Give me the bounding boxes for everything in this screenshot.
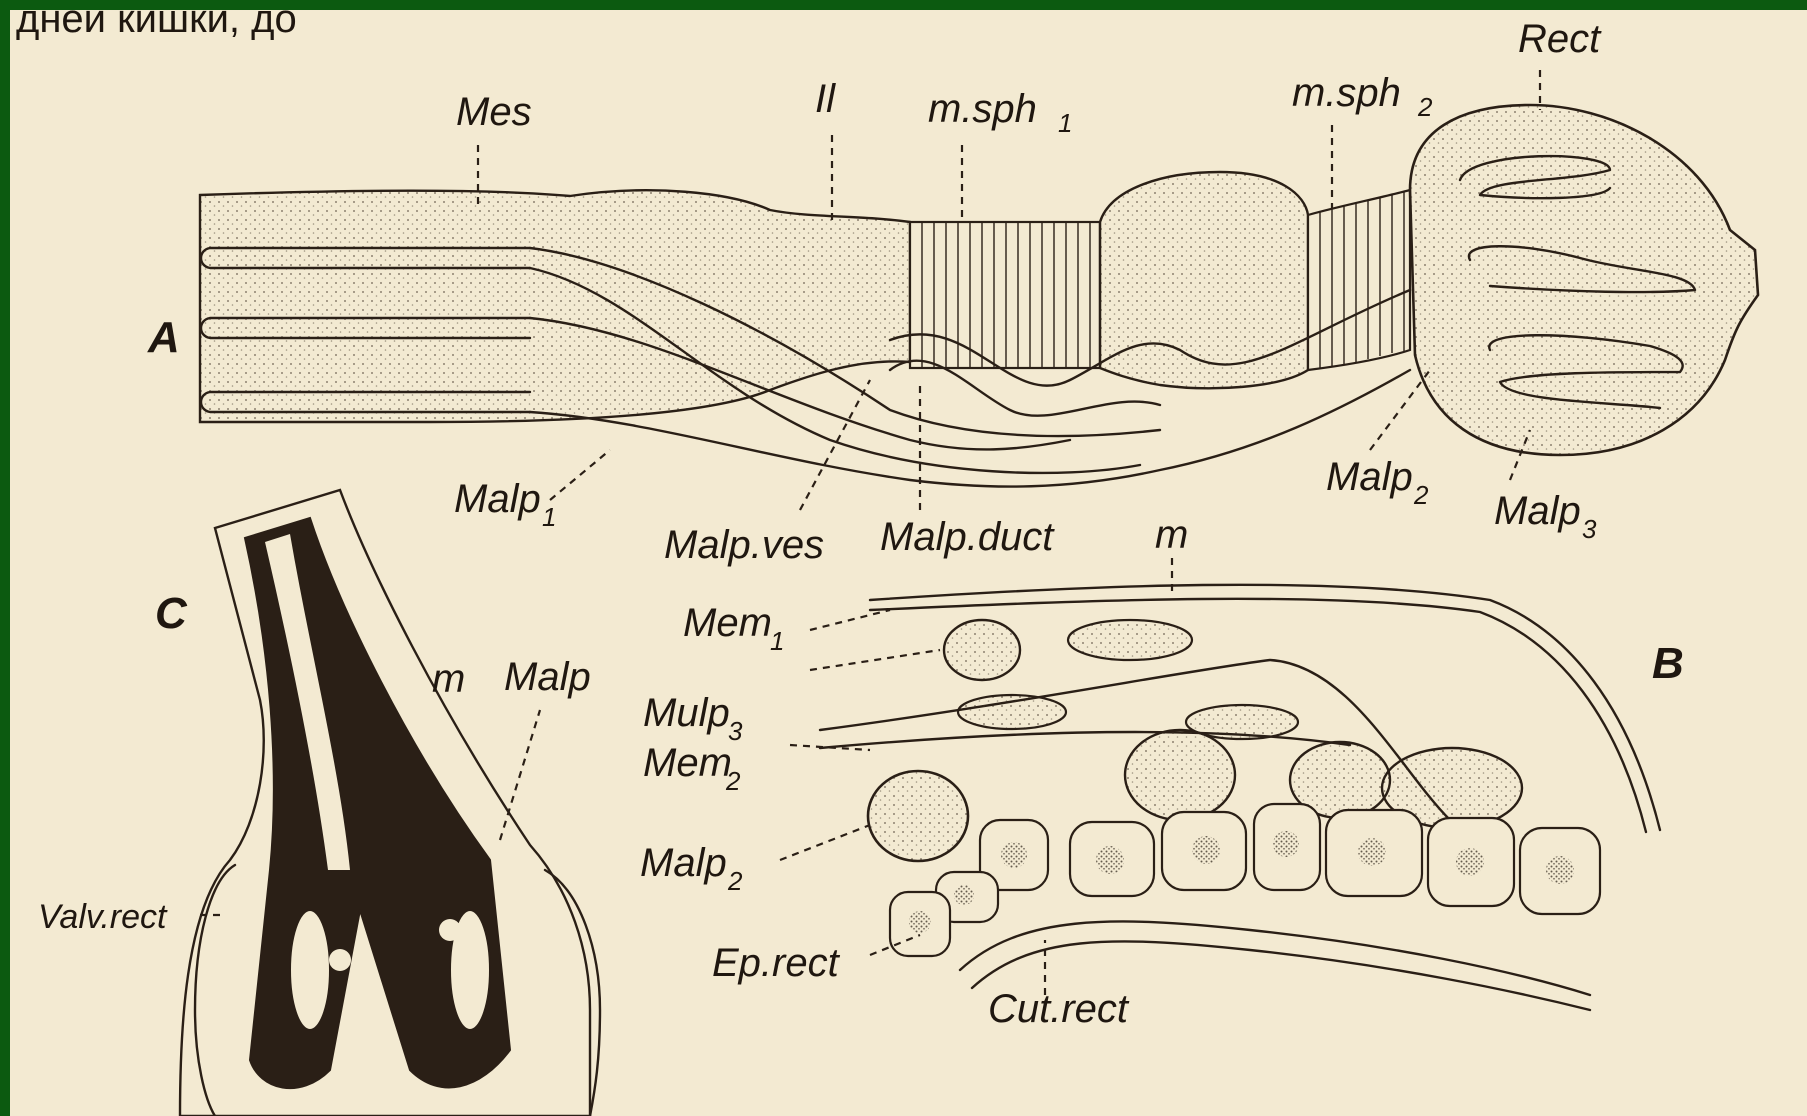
midgut-tube xyxy=(200,190,910,422)
label-msph1-sub: 1 xyxy=(1058,108,1072,138)
leader-malp2-b xyxy=(780,825,870,860)
header-fragment: дней кишки, до xyxy=(16,10,297,41)
figure-plate: дней кишки, до xyxy=(10,10,1807,1116)
label-rect: Rect xyxy=(1518,17,1602,61)
panel-a-gut xyxy=(200,70,1758,510)
leader-mulp3 xyxy=(810,650,940,670)
panel-b-section xyxy=(780,558,1660,1010)
label-malp-c: Malp xyxy=(504,655,591,699)
label-malp-ves: Malp.ves xyxy=(664,523,824,567)
label-valv-rect: Valv.rect xyxy=(38,898,168,936)
leader-malp-ves xyxy=(800,380,870,510)
label-malp3-a: Malp xyxy=(1494,489,1581,533)
label-msph2: m.sph xyxy=(1292,71,1401,115)
label-malp1: Malp xyxy=(454,477,541,521)
rectal-epithelium-cells xyxy=(890,804,1600,956)
sphincter-2 xyxy=(1308,190,1410,370)
label-malp2-a: Malp xyxy=(1326,455,1413,499)
label-m-b: m xyxy=(1155,513,1188,557)
label-malp-duct: Malp.duct xyxy=(880,515,1055,559)
colon-bulge xyxy=(1100,172,1308,388)
label-malp2-a-sub: 2 xyxy=(1413,480,1429,510)
tubule-section-1 xyxy=(944,620,1020,680)
label-malp2-b-sub: 2 xyxy=(727,866,743,896)
label-malp2-b: Malp xyxy=(640,841,727,885)
label-ep-rect: Ep.rect xyxy=(712,941,841,985)
valve-nucleus-2 xyxy=(329,949,351,971)
label-mem1-sub: 1 xyxy=(770,626,784,656)
leader-malp2-a xyxy=(1370,370,1430,450)
label-msph2-sub: 2 xyxy=(1417,92,1433,122)
valve-nucleus-3 xyxy=(439,919,461,941)
cuticle-top xyxy=(960,921,1590,995)
label-mem2-sub: 2 xyxy=(725,766,741,796)
anatomy-drawing: дней кишки, до xyxy=(10,10,1807,1116)
label-mulp3: Mulp xyxy=(643,691,730,735)
valve-nucleus-1 xyxy=(299,919,321,941)
tubule-section-8 xyxy=(868,771,968,861)
label-mem1: Mem xyxy=(683,601,772,645)
label-msph1: m.sph xyxy=(928,87,1037,131)
label-il: Il xyxy=(815,77,836,121)
label-malp1-sub: 1 xyxy=(542,502,556,532)
tubule-section-2 xyxy=(1068,620,1192,660)
panel-label-c: C xyxy=(155,589,188,638)
panel-c-valve xyxy=(180,490,600,1116)
label-cut-rect: Cut.rect xyxy=(988,987,1130,1031)
panel-label-b: B xyxy=(1652,639,1684,688)
valve-nucleus-4 xyxy=(459,974,481,996)
label-mes: Mes xyxy=(456,90,532,134)
leader-malp1 xyxy=(550,450,610,500)
label-mem2: Mem xyxy=(643,741,732,785)
tubule-section-3 xyxy=(958,695,1066,729)
sphincter-1 xyxy=(910,222,1100,368)
leader-mem1 xyxy=(810,610,890,630)
panel-label-a: A xyxy=(147,313,180,362)
label-m-c: m xyxy=(432,657,465,701)
tubule-section-5 xyxy=(1125,730,1235,820)
label-malp3-a-sub: 3 xyxy=(1582,514,1597,544)
